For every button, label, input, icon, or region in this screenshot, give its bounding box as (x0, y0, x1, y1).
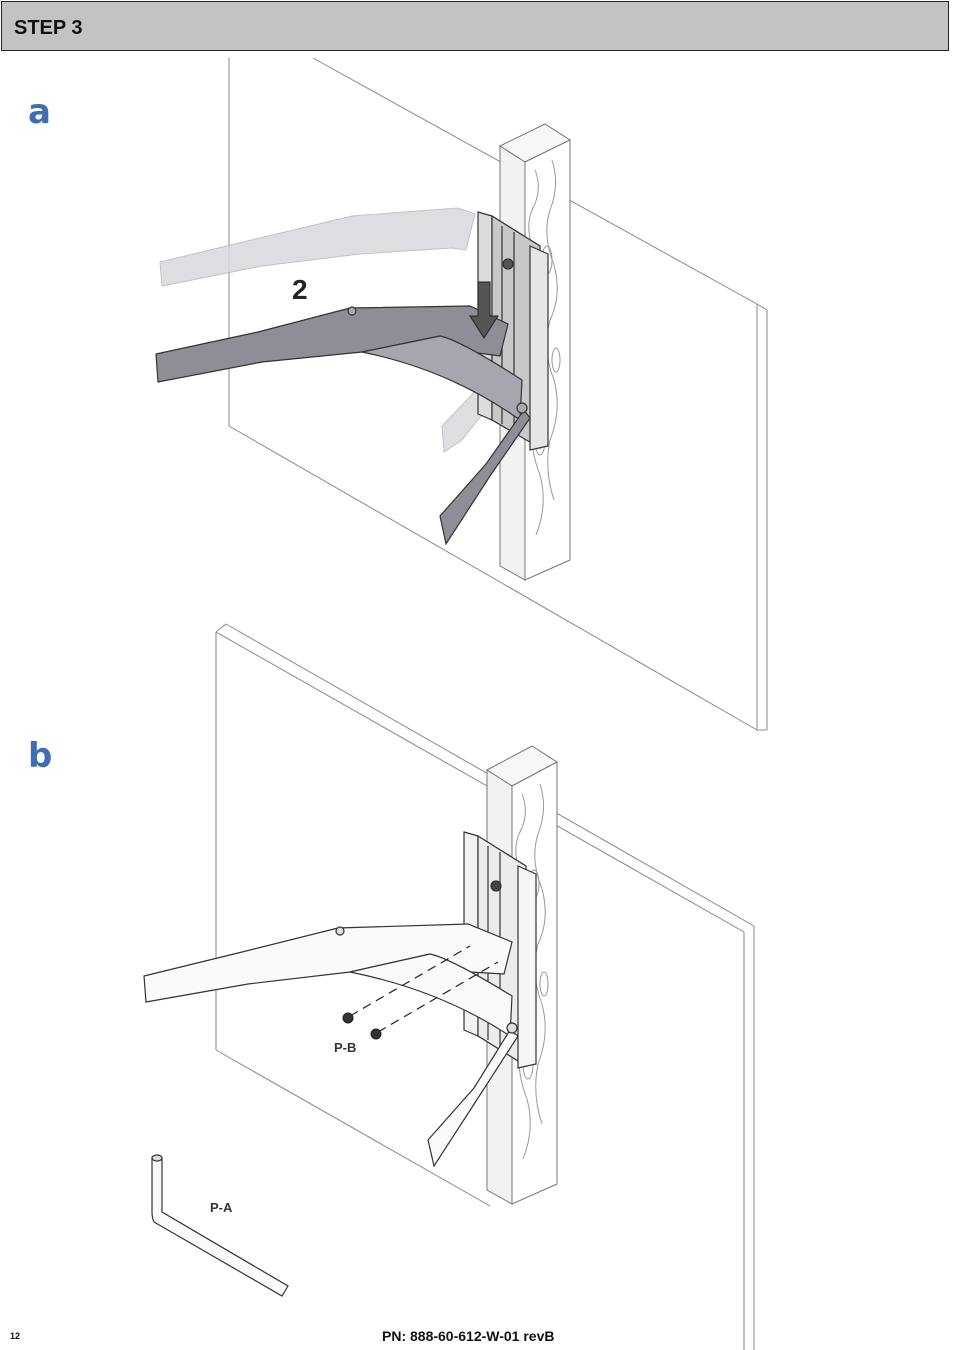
panel-a-illustration (156, 58, 767, 730)
hex-key-p-a (152, 1155, 288, 1296)
bracket-arm-b (144, 924, 518, 1166)
part-label-hex-key: P-A (210, 1200, 232, 1215)
panel-b-illustration (144, 624, 754, 1350)
part-number: PN: 888-60-612-W-01 revB (382, 1328, 554, 1344)
step-callout-number: 2 (292, 274, 308, 306)
page-number: 12 (10, 1331, 20, 1341)
part-label-screw: P-B (334, 1040, 356, 1055)
